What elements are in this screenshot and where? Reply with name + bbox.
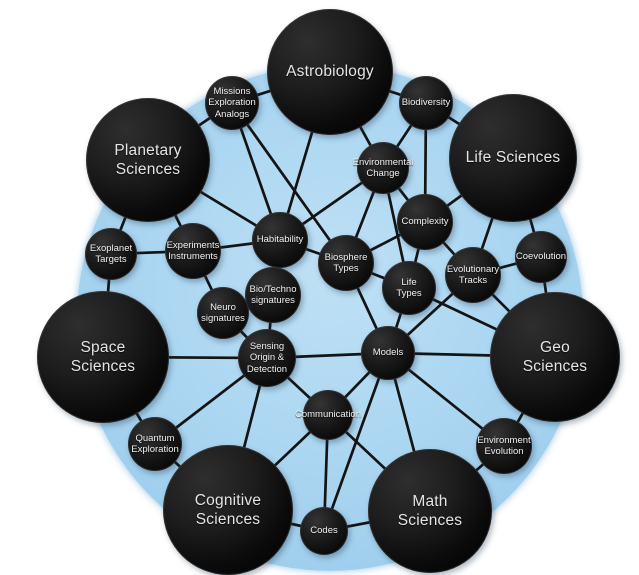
- node-label: Evolution: [484, 446, 524, 457]
- node-codes: Codes: [300, 507, 348, 555]
- node-communication: Communication: [295, 390, 361, 440]
- node-label: Missions: [213, 86, 251, 98]
- node-label: Bio/Techno: [249, 283, 297, 295]
- node-label: Coevolution: [515, 251, 567, 263]
- node-label: Detection: [246, 363, 288, 375]
- node-label: Communication: [295, 409, 361, 421]
- node-label: Tracks: [458, 275, 488, 286]
- node-label: Sciences: [115, 161, 181, 178]
- node-habitability: Habitability: [252, 212, 308, 268]
- node-label: Exoplanet: [89, 242, 133, 254]
- node-label: Math: [412, 492, 448, 510]
- node-label: Biosphere: [324, 251, 368, 263]
- node-life_sciences: Life Sciences: [449, 94, 577, 222]
- node-label: Origin &: [249, 352, 285, 364]
- edge-missions-biosphere: [230, 101, 348, 265]
- node-label: signatures: [251, 295, 295, 306]
- node-label: Environment: [477, 434, 531, 446]
- node-label: Exploration: [208, 97, 256, 109]
- node-label: Experiments: [166, 239, 220, 251]
- node-label: Sciences: [522, 358, 588, 375]
- node-label: Habitability: [256, 234, 304, 246]
- node-label: Planetary: [114, 141, 182, 159]
- node-label: Sensing: [249, 341, 285, 353]
- node-label: Models: [372, 347, 404, 359]
- node-biodiversity: Biodiversity: [399, 76, 453, 130]
- node-label: Astrobiology: [286, 63, 374, 81]
- node-label: Geo: [540, 338, 570, 356]
- node-label: signatures: [201, 313, 245, 324]
- node-astrobiology: Astrobiology: [267, 9, 393, 135]
- edge-codes-models: [322, 351, 390, 533]
- node-label: Life: [401, 276, 417, 288]
- node-label: Biodiversity: [401, 97, 451, 109]
- node-label: Types: [396, 288, 422, 299]
- node-label: Exploration: [131, 444, 179, 455]
- node-label: Types: [333, 263, 359, 274]
- node-label: Sciences: [397, 512, 463, 529]
- node-label: Sciences: [195, 511, 261, 528]
- node-label: Neuro: [210, 301, 236, 313]
- node-coevolution: Coevolution: [515, 231, 567, 283]
- node-label: Evolutionary: [446, 263, 500, 275]
- node-label: Life Sciences: [465, 149, 561, 167]
- node-label: Quantum: [135, 432, 175, 444]
- node-label: Sciences: [70, 358, 136, 375]
- node-label: Environmental: [352, 156, 414, 168]
- node-label: Targets: [95, 254, 127, 265]
- node-label: Space: [80, 338, 126, 356]
- node-label: Analogs: [214, 108, 250, 120]
- node-label: Cognitive: [194, 491, 262, 509]
- node-models: Models: [361, 326, 415, 380]
- node-complexity: Complexity: [397, 194, 453, 250]
- node-label: Change: [366, 168, 400, 179]
- node-label: Complexity: [401, 216, 449, 228]
- node-label: Instruments: [168, 251, 218, 262]
- node-label: Codes: [310, 525, 338, 537]
